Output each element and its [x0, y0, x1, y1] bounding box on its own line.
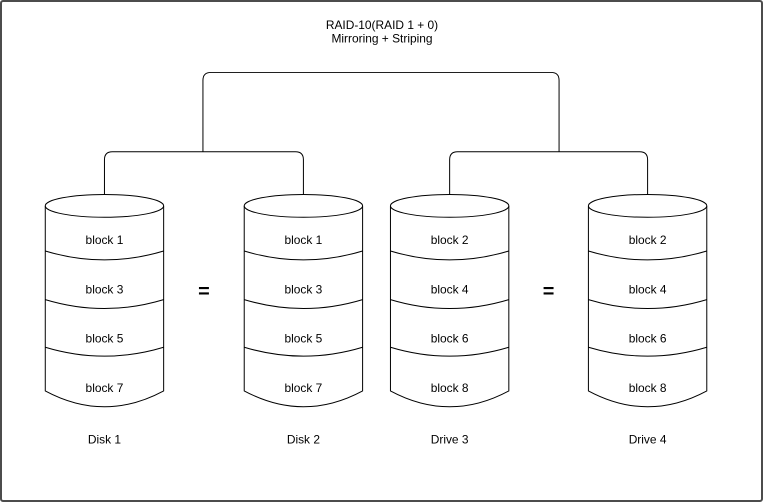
- block-divider: [390, 346, 509, 357]
- mirror-connector-right: [449, 151, 649, 195]
- block-label: block 2: [431, 233, 469, 247]
- mirror-connector-left: [103, 151, 304, 195]
- block-divider: [45, 346, 164, 357]
- cylinder-drive-3: block 2 block 4 block 6 block 8: [389, 193, 510, 408]
- title-line-2: Mirroring + Striping: [331, 32, 432, 46]
- cylinder-top: [587, 193, 708, 218]
- block-divider: [390, 299, 509, 310]
- disk-1-label: Disk 1: [88, 432, 122, 446]
- block-label: block 7: [86, 381, 124, 395]
- block-label: block 4: [629, 283, 667, 297]
- disk-2-label: Disk 2: [287, 432, 321, 446]
- block-divider: [244, 299, 363, 310]
- block-divider: [588, 299, 707, 310]
- stripe-connector: [202, 71, 560, 152]
- cylinder-body: [44, 205, 165, 408]
- block-label: block 4: [431, 283, 469, 297]
- cylinder-disk-1: block 1 block 3 block 5 block 7: [44, 193, 165, 408]
- block-label: block 5: [285, 331, 323, 345]
- block-label: block 1: [285, 233, 323, 247]
- block-label: block 8: [629, 381, 667, 395]
- cylinder-top: [243, 193, 364, 218]
- block-label: block 1: [86, 233, 124, 247]
- block-label: block 5: [86, 331, 124, 345]
- block-divider: [390, 250, 509, 261]
- block-label: block 7: [285, 381, 323, 395]
- block-divider: [45, 250, 164, 261]
- cylinder-body: [243, 205, 364, 408]
- cylinder-body: [587, 205, 708, 408]
- block-divider: [588, 250, 707, 261]
- block-label: block 2: [629, 233, 667, 247]
- block-label: block 8: [431, 381, 469, 395]
- cylinder-top: [389, 193, 510, 218]
- block-divider: [244, 346, 363, 357]
- block-label: block 3: [285, 283, 323, 297]
- block-label: block 6: [431, 331, 469, 345]
- block-divider: [588, 346, 707, 357]
- equals-sign-left-pair: =: [198, 281, 210, 303]
- title-line-1: RAID-10(RAID 1 + 0): [326, 18, 438, 32]
- drive-4-label: Drive 4: [629, 432, 667, 446]
- block-label: block 6: [629, 331, 667, 345]
- block-label: block 3: [86, 283, 124, 297]
- block-divider: [244, 250, 363, 261]
- drive-3-label: Drive 3: [431, 432, 469, 446]
- cylinder-body: [389, 205, 510, 408]
- block-divider: [45, 299, 164, 310]
- cylinder-top: [44, 193, 165, 218]
- cylinder-disk-2: block 1 block 3 block 5 block 7: [243, 193, 364, 408]
- cylinder-drive-4: block 2 block 4 block 6 block 8: [587, 193, 708, 408]
- equals-sign-right-pair: =: [543, 281, 555, 303]
